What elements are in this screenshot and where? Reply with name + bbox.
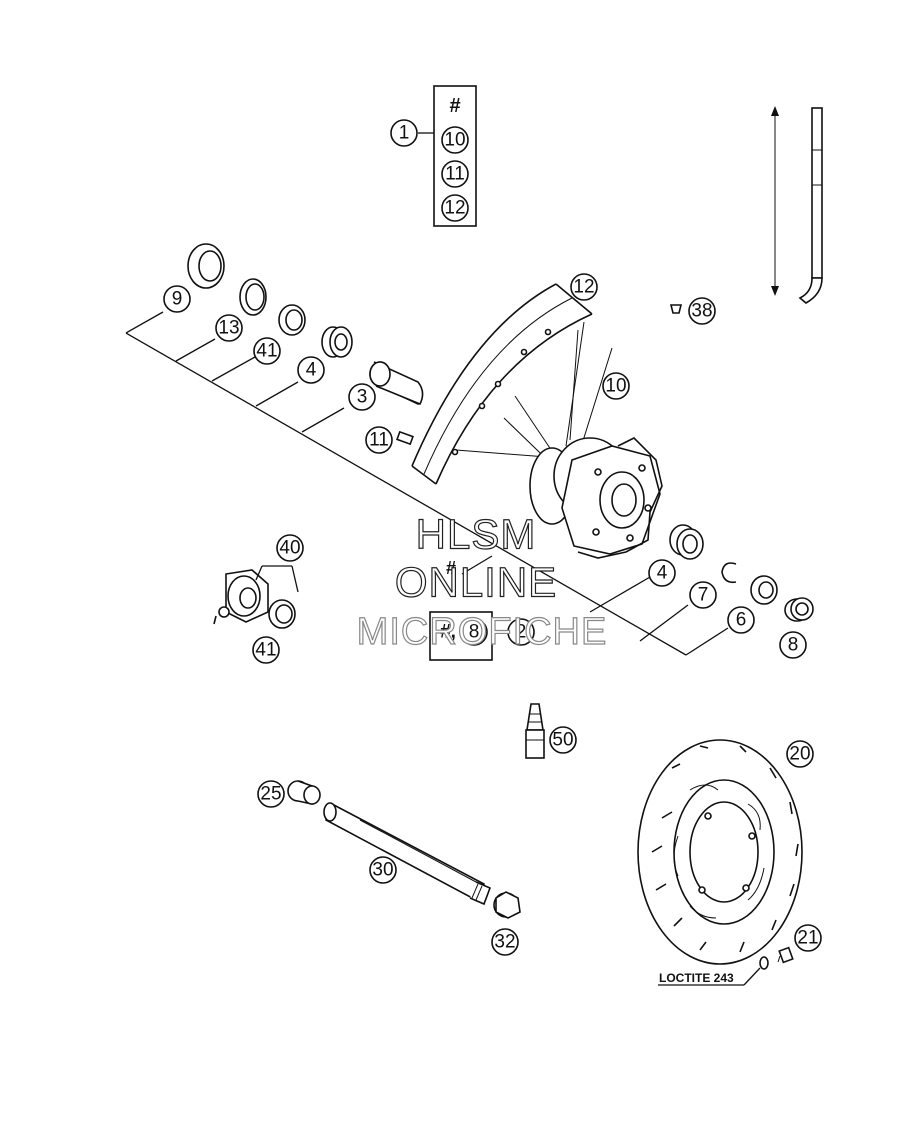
watermark-line-3: MICROFICHE	[357, 611, 608, 653]
loctite-note: LOCTITE 243	[658, 967, 761, 986]
svg-text:32: 32	[494, 932, 515, 953]
callout-20[interactable]: 20	[786, 740, 814, 768]
axle-nut-32	[493, 891, 521, 919]
callout-32[interactable]: 32	[491, 928, 519, 956]
box-2-item-8[interactable]: 8	[460, 618, 488, 646]
callout-9[interactable]: 9	[163, 285, 191, 313]
nipple-part	[669, 304, 683, 314]
ring-13	[239, 278, 267, 316]
svg-text:30: 30	[372, 860, 393, 881]
svg-text:9: 9	[172, 289, 183, 310]
seal-9	[187, 243, 225, 289]
svg-text:4: 4	[657, 563, 668, 584]
callout-2[interactable]: 2	[507, 618, 535, 646]
svg-text:50: 50	[552, 730, 573, 751]
callout-21[interactable]: 21	[794, 924, 822, 952]
svg-text:12: 12	[573, 277, 594, 298]
leader-lines-left	[125, 311, 729, 656]
watermark-line-2: ONLINE	[395, 559, 557, 606]
spoke-part	[771, 106, 823, 304]
watermark: HLSM ONLINE MICROFICHE	[356, 510, 608, 654]
seal-6	[750, 575, 778, 605]
svg-text:11: 11	[445, 164, 465, 185]
kit-box-header: #	[449, 95, 460, 117]
svg-text:20: 20	[789, 744, 810, 765]
speedo-drive-40	[213, 569, 269, 625]
svg-text:8: 8	[469, 622, 480, 643]
collar-25	[287, 780, 321, 805]
hub-label: #	[446, 558, 456, 578]
svg-text:21: 21	[797, 928, 818, 949]
callout-13[interactable]: 13	[215, 314, 243, 342]
callout-38[interactable]: 38	[688, 297, 716, 325]
svg-text:8: 8	[788, 635, 799, 656]
callout-6[interactable]: 6	[727, 606, 755, 634]
kit-item-10[interactable]: 10	[441, 126, 469, 154]
svg-text:1: 1	[399, 123, 410, 144]
svg-text:4: 4	[306, 360, 317, 381]
bearing-4-lower	[669, 524, 704, 560]
svg-text:41: 41	[256, 341, 277, 362]
svg-text:13: 13	[218, 318, 239, 339]
bearing-4-upper	[321, 326, 353, 358]
svg-text:10: 10	[444, 130, 465, 151]
spacer-8	[784, 597, 814, 622]
svg-text:40: 40	[279, 538, 300, 559]
svg-text:38: 38	[691, 301, 712, 322]
callout-30[interactable]: 30	[369, 856, 397, 884]
wheel-hub	[529, 437, 663, 559]
callout-40[interactable]: 40	[276, 534, 304, 562]
watermark-line-1: HLSM	[416, 511, 537, 558]
callout-4-lower[interactable]: 4	[648, 559, 676, 587]
callout-1[interactable]: 1	[390, 119, 418, 147]
svg-text:3: 3	[357, 387, 368, 408]
svg-text:6: 6	[736, 610, 747, 631]
screw-11	[396, 430, 414, 446]
callout-11[interactable]: 11	[365, 426, 393, 454]
kit-item-12[interactable]: 12	[441, 194, 469, 222]
disc-bolt-21	[759, 946, 794, 970]
callout-3[interactable]: 3	[348, 383, 376, 411]
axle-30	[323, 802, 492, 906]
callout-41-lower[interactable]: 41	[252, 636, 280, 664]
callout-41-upper[interactable]: 41	[253, 337, 281, 365]
spacer-3	[369, 361, 424, 406]
loctite-bottle-50	[525, 703, 545, 759]
leader-40	[255, 565, 299, 593]
callout-12-rim[interactable]: 12	[570, 273, 598, 301]
callout-8[interactable]: 8	[779, 631, 807, 659]
callout-4-upper[interactable]: 4	[297, 356, 325, 384]
ring-41-upper	[278, 304, 306, 336]
callout-50[interactable]: 50	[549, 726, 577, 754]
svg-text:7: 7	[698, 585, 709, 606]
box-2-prefix: #,	[440, 622, 456, 643]
svg-text:2: 2	[516, 622, 527, 643]
box-2: #, 8	[429, 611, 508, 661]
kit-item-11[interactable]: 11	[441, 160, 469, 188]
wheel-rim-12	[411, 283, 593, 485]
callout-7[interactable]: 7	[689, 581, 717, 609]
callout-10-spokes[interactable]: 10	[602, 372, 630, 400]
svg-text:11: 11	[369, 430, 389, 451]
circlip-7	[721, 562, 737, 584]
svg-text:12: 12	[444, 198, 465, 219]
brake-disc-20	[637, 739, 803, 965]
svg-text:25: 25	[260, 784, 281, 805]
kit-box-frame	[433, 85, 477, 227]
kit-box: # 10 11 12 1	[390, 85, 477, 227]
svg-text:10: 10	[605, 376, 626, 397]
ring-41-lower	[268, 599, 296, 629]
callout-25[interactable]: 25	[257, 780, 285, 808]
svg-text:41: 41	[255, 640, 276, 661]
loctite-label: LOCTITE 243	[659, 971, 734, 985]
